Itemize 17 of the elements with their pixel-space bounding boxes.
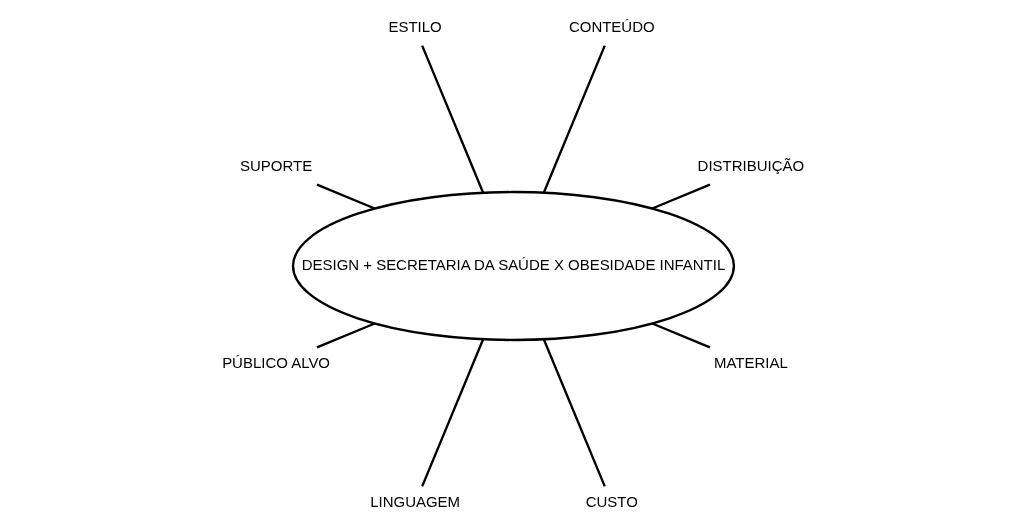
node-text: CONTEÚDO	[568, 18, 655, 36]
node-text: ESTILO	[388, 18, 442, 36]
node-text: DISTRIBUIÇÃO	[697, 157, 805, 175]
node-ellipse: DESIGN + SECRETARIA DA SAÚDE X OBESIDADE INFANTIL	[291, 190, 736, 342]
connector	[316, 183, 376, 210]
node-text: CUSTO	[585, 492, 638, 510]
connector	[316, 322, 376, 349]
node-text: PÚBLICO ALVO	[222, 353, 331, 371]
node-text: MATERIAL	[713, 353, 788, 371]
connector	[651, 322, 711, 349]
node-text: SUPORTE	[240, 157, 313, 175]
connector	[542, 45, 606, 193]
connector	[651, 183, 711, 210]
connector	[421, 45, 485, 193]
connector	[421, 339, 485, 487]
connector	[542, 339, 606, 487]
node-text: LINGUAGEM	[370, 492, 461, 510]
